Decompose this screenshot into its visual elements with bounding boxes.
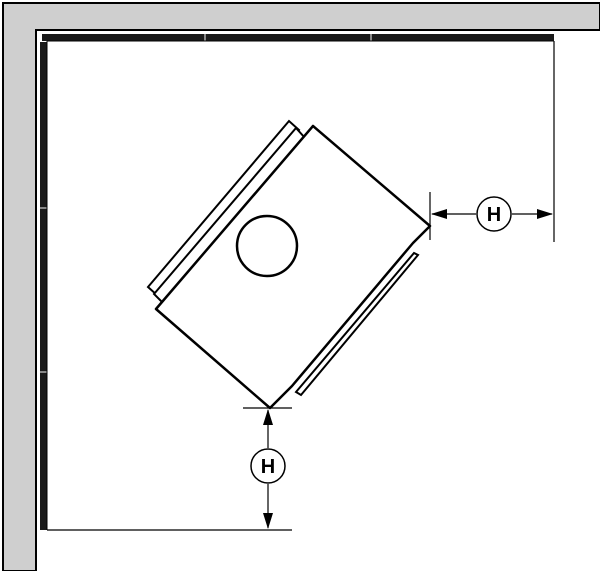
stove-unit [146, 119, 432, 410]
right-dim-arrow-right [537, 209, 553, 219]
bottom-clearance-dimension: H [47, 407, 292, 531]
right-clearance-dimension: H [429, 41, 555, 242]
bottom-dim-arrow-top [263, 409, 273, 425]
left-wall-trim [40, 42, 47, 530]
stove-front-trim [294, 251, 420, 397]
right-dim-arrow-left [431, 209, 447, 219]
right-dim-circle [476, 196, 512, 232]
top-wall-trim [42, 34, 554, 41]
bottom-dim-label: H [261, 456, 275, 478]
right-dim-label: H [487, 204, 501, 226]
bottom-dim-arrow-bottom [263, 513, 273, 529]
bottom-dim-circle [250, 448, 286, 484]
flue-outlet [235, 214, 299, 278]
stove-body [154, 124, 432, 410]
